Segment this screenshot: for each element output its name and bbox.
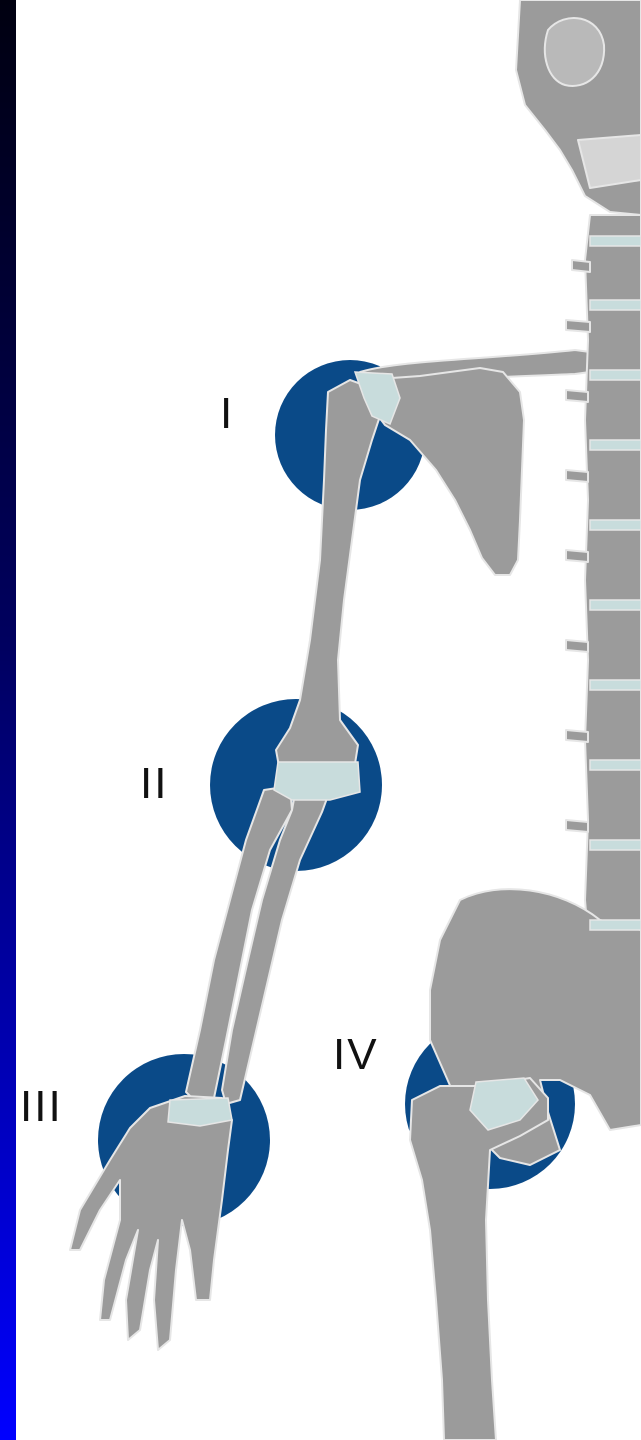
joint-label-hip: IV [333, 1033, 379, 1077]
hand-carpals [70, 1096, 232, 1350]
wrist-cartilage [168, 1098, 232, 1126]
elbow-cartilage [274, 762, 360, 800]
joint-label-wrist: III [20, 1085, 63, 1129]
joint-label-shoulder: I [220, 392, 234, 436]
skull-eye-socket [545, 18, 604, 86]
skull-teeth [578, 135, 641, 188]
femur [410, 1078, 548, 1440]
joint-label-elbow: II [140, 762, 168, 806]
